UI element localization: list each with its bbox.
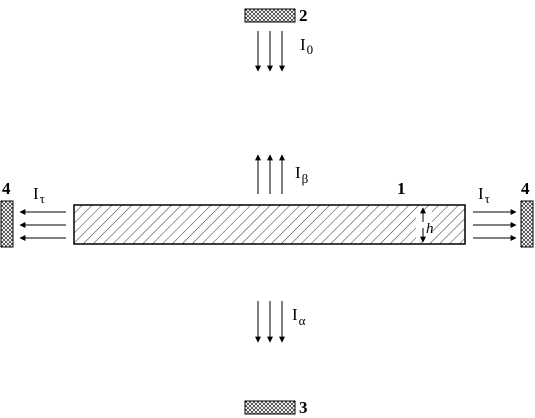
sample-slab [73, 204, 466, 245]
reflected-arrows [255, 154, 285, 194]
thickness-label: h [426, 221, 434, 237]
right-lateral-flux-label: Iτ [478, 184, 490, 206]
right-side-component-label: 4 [521, 179, 530, 198]
reflected-flux-label: Iβ [295, 163, 309, 186]
transmitted-flux-label: Iα [292, 305, 306, 328]
bottom-component-label: 3 [299, 398, 308, 417]
top-component-label: 2 [299, 6, 308, 25]
bottom-component [244, 400, 296, 415]
right-lateral-arrows [473, 209, 517, 241]
left-side-component [0, 200, 14, 248]
left-side-component-label: 4 [2, 179, 11, 198]
top-component [244, 8, 296, 23]
transmitted-arrows [255, 301, 285, 343]
sample-label: 1 [397, 179, 406, 198]
left-lateral-arrows [19, 209, 66, 241]
right-side-component [520, 200, 534, 248]
incident-flux-label: I0 [300, 35, 313, 57]
left-lateral-flux-label: Iτ [33, 184, 45, 206]
incident-arrows [255, 31, 285, 72]
